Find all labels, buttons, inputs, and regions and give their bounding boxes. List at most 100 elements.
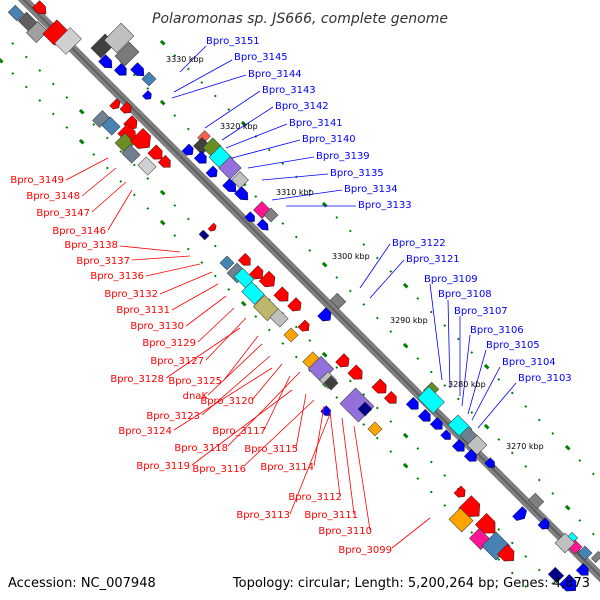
tick-mark bbox=[254, 195, 258, 198]
reverse-gene-label: Bpro_3125 bbox=[168, 376, 222, 387]
kbp-label: 3330 kbp bbox=[166, 55, 204, 64]
reverse-callout-line bbox=[205, 317, 247, 361]
forward-gene-label: Bpro_3121 bbox=[406, 254, 460, 265]
reverse-gene-label: Bpro_3123 bbox=[146, 411, 200, 422]
tick-mark bbox=[591, 532, 595, 536]
gene-arrow bbox=[147, 144, 163, 160]
forward-callout-line bbox=[204, 90, 261, 129]
tick-mark bbox=[551, 582, 555, 585]
forward-gene-label: Bpro_3135 bbox=[330, 168, 384, 179]
tick-mark bbox=[551, 492, 555, 495]
tick-mark bbox=[294, 355, 298, 359]
gene-arrow bbox=[451, 438, 465, 452]
reverse-gene-label: Bpro_3131 bbox=[116, 305, 170, 316]
forward-callout-line bbox=[359, 243, 391, 289]
gene-arrow bbox=[371, 378, 387, 394]
tick-mark bbox=[240, 300, 247, 307]
reverse-gene-label: Bpro_3137 bbox=[76, 256, 130, 267]
reverse-callout-line bbox=[81, 167, 117, 197]
gene-block bbox=[527, 492, 545, 510]
tick-mark bbox=[159, 219, 166, 226]
gene-labels: Bpro_3151Bpro_3145Bpro_3144Bpro_3143Bpro… bbox=[10, 36, 571, 556]
tick-mark bbox=[294, 325, 298, 329]
tick-mark bbox=[227, 288, 231, 291]
gene-block bbox=[198, 229, 210, 241]
tick-mark bbox=[456, 337, 460, 341]
kbp-label: 3290 kbp bbox=[390, 316, 428, 325]
forward-callout-line bbox=[261, 173, 329, 181]
tick-mark bbox=[335, 396, 339, 399]
reverse-callout-line bbox=[65, 157, 109, 181]
reverse-callout-line bbox=[145, 263, 201, 277]
kbp-label: 3270 kbp bbox=[506, 442, 544, 451]
gene-block bbox=[417, 386, 445, 414]
reverse-callout-line bbox=[391, 517, 431, 549]
reverse-callout-line bbox=[207, 343, 263, 396]
kbp-label: 3280 kbp bbox=[448, 380, 486, 389]
tick-mark bbox=[497, 558, 501, 561]
gene-arrow bbox=[237, 252, 251, 266]
tick-mark bbox=[470, 351, 474, 354]
tick-mark bbox=[402, 462, 409, 469]
tick-mark bbox=[65, 96, 69, 99]
tick-mark bbox=[524, 585, 528, 588]
tick-mark bbox=[200, 261, 204, 264]
gene-arrow bbox=[157, 154, 171, 168]
tick-mark bbox=[200, 81, 204, 84]
tick-mark bbox=[159, 39, 166, 46]
gene-block bbox=[590, 550, 600, 564]
tick-mark bbox=[402, 432, 409, 439]
reverse-gene-label: Bpro_3112 bbox=[288, 492, 342, 503]
tick-mark bbox=[483, 363, 490, 370]
tick-mark bbox=[429, 370, 433, 374]
forward-gene-label: Bpro_3107 bbox=[454, 306, 508, 317]
gene-arrow bbox=[249, 265, 264, 280]
tick-mark bbox=[375, 316, 379, 320]
reverse-gene-label: Bpro_3127 bbox=[150, 356, 204, 367]
tick-mark bbox=[0, 57, 4, 64]
tick-mark bbox=[119, 150, 123, 153]
forward-callout-line bbox=[429, 283, 443, 381]
gene-block bbox=[218, 156, 242, 180]
reverse-gene-label: Bpro_3128 bbox=[110, 374, 164, 385]
gene-arrow bbox=[113, 62, 127, 76]
reverse-callout-line bbox=[227, 371, 301, 447]
gene-arrow bbox=[244, 211, 255, 222]
gene-block bbox=[269, 308, 289, 328]
forward-gene-label: Bpro_3104 bbox=[502, 357, 556, 368]
gene-arrow bbox=[119, 101, 132, 114]
gene-block bbox=[137, 156, 157, 176]
reverse-gene-label: Bpro_3113 bbox=[236, 510, 290, 521]
reverse-callout-line bbox=[313, 405, 325, 467]
tick-mark bbox=[321, 351, 328, 358]
tick-mark bbox=[213, 244, 217, 248]
tick-mark bbox=[429, 490, 433, 494]
kbp-label: 3310 kbp bbox=[276, 188, 314, 197]
tick-mark bbox=[348, 379, 352, 383]
accession-label: Accession: NC_007948 bbox=[8, 576, 156, 591]
gene-arrow bbox=[181, 143, 194, 156]
tick-mark bbox=[281, 342, 285, 345]
gene-arrow bbox=[317, 307, 332, 322]
gene-arrow bbox=[273, 286, 289, 302]
reverse-gene-label: Bpro_3119 bbox=[136, 461, 190, 472]
tick-mark bbox=[416, 447, 420, 450]
reverse-callout-line bbox=[251, 363, 283, 401]
forward-callout-line bbox=[369, 259, 405, 299]
reverse-gene-label: Bpro_3148 bbox=[26, 191, 80, 202]
tick-mark bbox=[78, 138, 85, 145]
tick-mark bbox=[375, 406, 379, 410]
reverse-callout-line bbox=[223, 335, 259, 381]
gene-arrow bbox=[417, 408, 431, 422]
gene-block bbox=[121, 144, 141, 164]
tick-mark bbox=[11, 42, 15, 45]
gene-arrow bbox=[193, 150, 207, 164]
forward-gene-label: Bpro_3139 bbox=[316, 151, 370, 162]
gene-arrow bbox=[207, 222, 217, 232]
tick-mark bbox=[402, 282, 409, 289]
tick-mark bbox=[321, 201, 328, 208]
reverse-gene-label: Bpro_3110 bbox=[318, 526, 372, 537]
reverse-gene-label: Bpro_3099 bbox=[338, 545, 392, 556]
tick-mark bbox=[510, 571, 514, 575]
tick-mark bbox=[38, 99, 42, 102]
